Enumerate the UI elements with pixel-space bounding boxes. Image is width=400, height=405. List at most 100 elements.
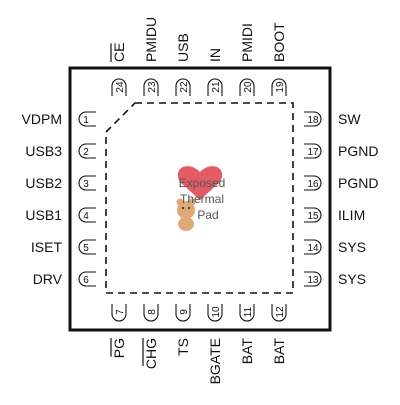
pin-name-9: TS [175,338,191,356]
pin-pad-14 [304,239,322,255]
pin-15: 15 ILIM [304,207,365,223]
bear-heart-logo [176,166,223,231]
pin-name-10: BGATE [207,338,223,384]
pin-pad-21 [207,78,223,96]
pin-name-11: BAT [239,338,255,365]
pin-name-19: BOOT [271,22,287,62]
pin-18: 18 SW [304,111,361,127]
pin-name-14: SYS [338,239,366,255]
pin-20: 20 PMIDI [239,23,255,96]
pin-name-16: PGND [338,175,378,191]
pin-name-15: ILIM [338,207,365,223]
pin-4: 4 USB1 [25,207,96,223]
pin-pad-24 [111,78,127,96]
pin-pad-15 [304,207,322,223]
pin-name-3: USB2 [25,175,62,191]
pin-number-10: 10 [211,306,222,318]
pin-3: 3 USB2 [25,175,96,191]
pin-number-15: 15 [307,211,319,222]
pin-name-17: PGND [338,143,378,159]
pin-pad-17 [304,143,322,159]
pin-7: 7PG [110,304,127,358]
pin-number-9: 9 [179,309,190,315]
pin-name-5: ISET [31,239,63,255]
pin-pad-23 [143,78,159,96]
pin-number-7: 7 [115,309,126,315]
pin-pad-4 [78,207,96,223]
heart-icon [177,166,223,200]
pin-16: 16 PGND [304,175,378,191]
pin-pad-6 [78,271,96,287]
pin-pad-9 [175,304,191,322]
pin-pad-5 [78,239,96,255]
pin-number-11: 11 [243,306,254,317]
pin-number-17: 17 [307,147,319,158]
pin-2: 2 USB3 [25,143,96,159]
pin-name-8: CHG [143,338,159,369]
pin-name-7: PG [111,338,127,358]
pad-label-line1: Exposed [179,176,226,190]
pin-name-23: PMIDU [143,17,159,62]
pin-23: 23 PMIDU [143,17,159,96]
pin-name-20: PMIDI [239,23,255,62]
pin-number-4: 4 [83,211,89,222]
pin-1: 1 VDPM [22,111,96,127]
pin-number-13: 13 [307,275,319,286]
pin-number-14: 14 [307,243,319,254]
pin-pad-16 [304,175,322,191]
pin-name-1: VDPM [22,111,62,127]
pin-number-23: 23 [147,81,158,93]
pin-number-2: 2 [83,147,89,158]
pin-name-24: CE [111,43,127,62]
pin-name-6: DRV [33,271,63,287]
pin-13: 13 SYS [304,271,366,287]
pin-number-16: 16 [307,179,319,190]
pin-pad-13 [304,271,322,287]
pin-pad-12 [271,304,287,322]
pin-pad-7 [111,304,127,322]
pad-label-line2: Thermal [180,192,224,206]
pad-label-line3: Pad [197,208,218,222]
pin-number-22: 22 [179,81,190,93]
pin-number-18: 18 [307,115,319,126]
pin-pad-3 [78,175,96,191]
pin-22: 22 USB [175,33,191,96]
pin-pad-10 [207,304,223,322]
thermal-pad-outline [105,102,294,294]
pin-name-21: IN [207,48,223,62]
pin-name-18: SW [338,111,361,127]
pin-number-5: 5 [83,243,89,254]
pin-pad-19 [271,78,287,96]
pin-pad-1 [78,111,96,127]
pin-19: 19 BOOT [271,22,287,96]
pin-pad-22 [175,78,191,96]
pin-number-1: 1 [83,115,89,126]
pin-number-19: 19 [275,81,286,93]
pin-number-3: 3 [83,179,89,190]
pin-9: 9TS [175,304,191,356]
pin-name-2: USB3 [25,143,62,159]
pin-number-24: 24 [115,81,126,93]
pin-14: 14 SYS [304,239,366,255]
pin-number-20: 20 [243,81,254,93]
pin-pad-2 [78,143,96,159]
pin-24: 24 CE [110,43,127,96]
pin-name-4: USB1 [25,207,62,223]
pin-name-22: USB [175,33,191,62]
bear-icon [177,201,195,219]
pin-number-12: 12 [275,306,286,318]
pin-name-12: BAT [271,338,287,365]
pin-17: 17 PGND [304,143,378,159]
pin-pad-20 [239,78,255,96]
pin-pad-8 [143,304,159,322]
pin-name-13: SYS [338,271,366,287]
